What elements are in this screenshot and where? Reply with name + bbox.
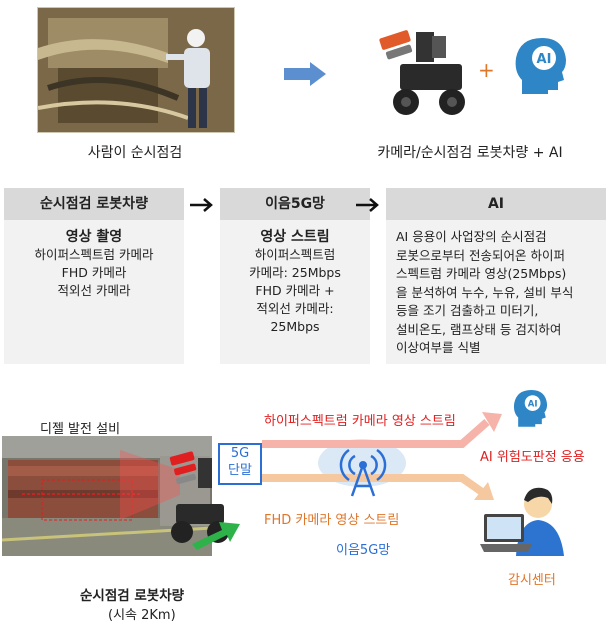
right-caption: 카메라/순시점검 로봇차량 + AI [377, 145, 563, 161]
arrow-right-icon [356, 198, 379, 212]
box-network-line-4: 적외선 카메라: [256, 301, 334, 316]
5g-terminal-box: 5G 단말 [218, 443, 262, 485]
box-network-line-3: FHD 카메라 + [255, 283, 335, 298]
box-network-line-0: 영상 스트림 [260, 229, 330, 245]
hyper-stream-label: 하이퍼스펙트럼 카메라 영상 스트림 [264, 414, 456, 429]
plus-sign: + [478, 58, 495, 82]
box-network-line-1: 하이퍼스펙트럼 [254, 247, 336, 262]
svg-text:AI: AI [528, 399, 538, 409]
terminal-line-2: 단말 [228, 463, 252, 478]
box-ai-line-0: AI 응용이 사업장의 순시점검 [396, 229, 547, 244]
monitor-label: 감시센터 [508, 573, 556, 588]
box-network: 이음5G망 영상 스트림 하이퍼스펙트럼 카메라: 25Mbps FHD 카메라… [220, 188, 370, 364]
terminal-line-1: 5G [230, 446, 250, 461]
fhd-stream-label: FHD 카메라 영상 스트림 [264, 513, 400, 528]
monitor-operator-icon [480, 487, 564, 556]
ai-head-icon: AI [515, 38, 566, 94]
network-label: 이음5G망 [336, 543, 391, 558]
worker-inspection-photo [37, 7, 235, 133]
box-network-line-5: 25Mbps [270, 319, 320, 334]
box-ai-line-6: 이상여부를 식별 [396, 340, 481, 355]
robot-vehicle-icon [379, 30, 465, 115]
arrow-right-icon [190, 198, 213, 212]
box-ai-line-3: 을 분석하여 누수, 누유, 설비 부식 [396, 284, 574, 300]
ai-head-small-icon: AI [513, 389, 548, 427]
box-robot-vehicle: 순시점검 로봇차량 영상 촬영 하이퍼스펙트럼 카메라 FHD 카메라 적외선 … [4, 188, 184, 364]
left-caption: 사람이 순시점검 [87, 145, 183, 161]
box-network-line-2: 카메라: 25Mbps [249, 265, 341, 280]
robot-speed-label: (시속 2Km) [108, 608, 176, 623]
ai-app-label: AI 위험도판정 응용 [480, 450, 585, 465]
box-ai: AI AI 응용이 사업장의 순시점검 로봇으로부터 전송되어온 하이퍼 스펙트… [386, 188, 606, 364]
box-network-title: 이음5G망 [220, 188, 370, 220]
box-ai-line-2: 스펙트럼 카메라 영상(25Mbps) [396, 266, 567, 281]
svg-text:AI: AI [537, 52, 552, 67]
forward-arrow-icon [192, 522, 240, 550]
box-robot-line-1: 하이퍼스펙트럼 카메라 [34, 247, 154, 262]
box-robot-line-3: 적외선 카메라 [57, 283, 131, 298]
camera-beam [120, 450, 180, 520]
robot-title-label: 순시점검 로봇차량 [80, 588, 185, 604]
right-arrow-icon [284, 62, 326, 86]
box-ai-line-4: 등을 조기 검출하고 미터기, [396, 303, 539, 318]
antenna-icon [339, 448, 387, 497]
box-ai-line-5: 설비온도, 램프상태 등 검지하여 [396, 321, 562, 337]
diesel-label: 디젤 발전 설비 [40, 422, 121, 437]
box-ai-line-1: 로봇으로부터 전송되어온 하이퍼 [396, 247, 565, 263]
box-robot-line-0: 영상 촬영 [65, 229, 123, 245]
box-ai-title: AI [386, 188, 606, 220]
box-robot-line-2: FHD 카메라 [61, 265, 127, 280]
box-robot-title: 순시점검 로봇차량 [4, 188, 184, 220]
